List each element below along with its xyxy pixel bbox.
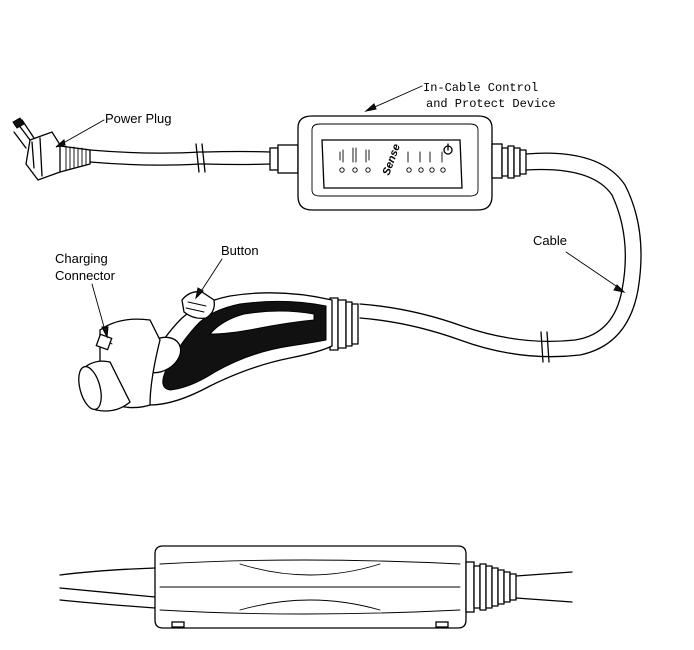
- control-device-label-line2: and Protect Device: [426, 97, 556, 111]
- charging-connector-label-line2: Connector: [55, 268, 116, 283]
- main-cable: [359, 152, 642, 363]
- control-box-icon: Sense: [297, 115, 527, 211]
- label-control-device: In-Cable Control and Protect Device: [364, 81, 556, 112]
- label-cable: Cable: [533, 233, 626, 293]
- label-charging-connector: Charging Connector: [55, 251, 116, 339]
- button-label: Button: [221, 243, 259, 258]
- power-plug-label: Power Plug: [105, 111, 171, 126]
- charging-connector-label-line1: Charging: [55, 251, 108, 266]
- control-device-label-line1: In-Cable Control: [423, 81, 538, 95]
- cable-label: Cable: [533, 233, 567, 248]
- label-power-plug: Power Plug: [55, 111, 171, 148]
- charging-connector-icon: [78, 291, 359, 412]
- power-plug-icon: [12, 117, 91, 181]
- control-box-side-view: [59, 545, 573, 629]
- plug-cable: [89, 143, 299, 174]
- label-button: Button: [195, 243, 259, 300]
